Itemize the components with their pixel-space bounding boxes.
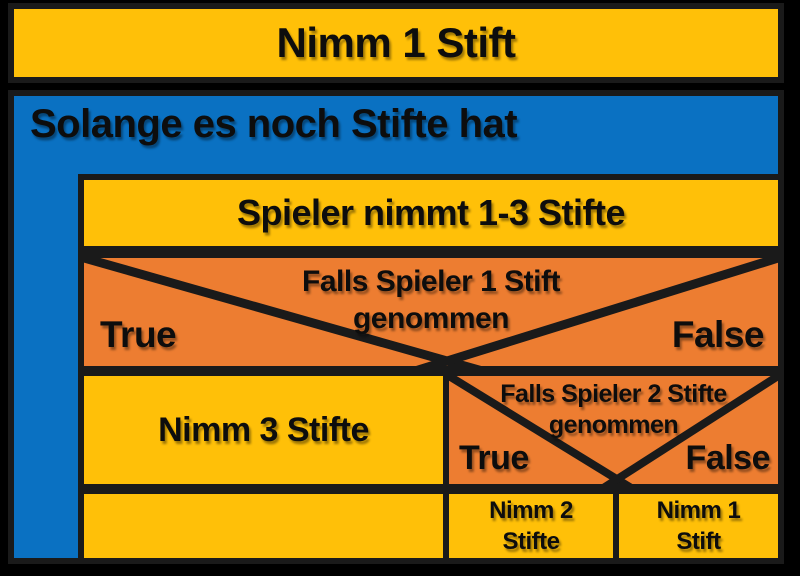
process-block-take-1-line2: Stift <box>676 528 721 555</box>
false-branch-label-1: False <box>671 314 765 355</box>
process-block-take-3: Nimm 3 Stifte <box>78 370 449 490</box>
true-branch-label-1: True <box>100 314 177 355</box>
if-condition-2: Falls Spieler 2 Stifte genommen <box>449 379 778 440</box>
if-block-1: Falls Spieler 1 Stift genommen True Fals… <box>78 252 784 372</box>
process-block-player-turn: Spieler nimmt 1-3 Stifte <box>78 174 784 252</box>
process-block-start: Nimm 1 Stift <box>8 3 784 83</box>
process-block-take-1: Nimm 1 Stift <box>613 488 784 564</box>
if-condition-2-line2: genommen <box>548 410 679 439</box>
decision-split-lines-icon <box>449 376 778 484</box>
process-block-start-label: Nimm 1 Stift <box>276 19 516 66</box>
process-block-take-2: Nimm 2 Stifte <box>443 488 619 564</box>
process-block-player-turn-label: Spieler nimmt 1-3 Stifte <box>236 192 626 233</box>
decision-split-lines-icon <box>84 258 778 366</box>
if-block-2: Falls Spieler 2 Stifte genommen True Fal… <box>443 370 784 490</box>
if-condition-1: Falls Spieler 1 Stift genommen <box>84 264 778 337</box>
if-condition-1-line2: genommen <box>352 301 510 335</box>
process-block-take-1-line1: Nimm 1 <box>656 496 741 524</box>
process-block-take-2-line2: Stifte <box>502 528 561 555</box>
process-block-take-2-line1: Nimm 2 <box>489 496 573 524</box>
loop-condition-label: Solange es noch Stifte hat <box>30 102 518 146</box>
if-condition-2-line1: Falls Spieler 2 Stifte <box>500 380 727 408</box>
false-branch-label-2: False <box>685 439 771 477</box>
true-branch-label-2: True <box>459 439 529 477</box>
if-condition-1-line1: Falls Spieler 1 Stift <box>302 265 560 298</box>
process-block-take-3-label: Nimm 3 Stifte <box>158 410 369 449</box>
process-block-empty <box>78 488 449 564</box>
